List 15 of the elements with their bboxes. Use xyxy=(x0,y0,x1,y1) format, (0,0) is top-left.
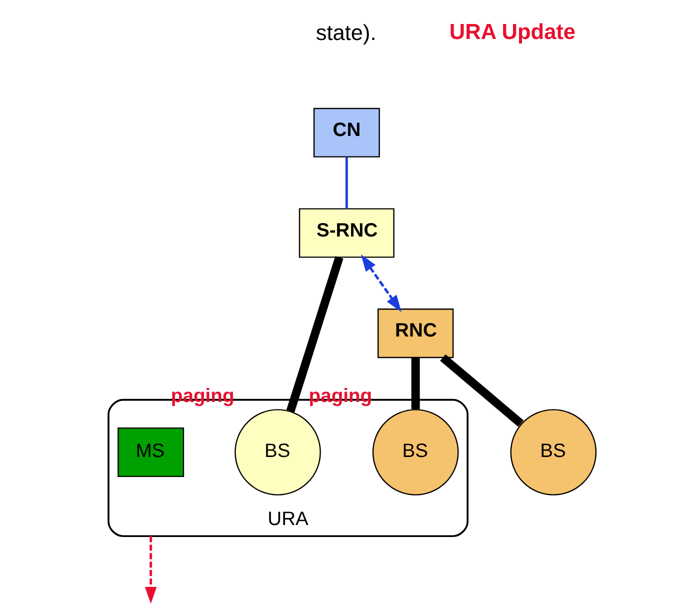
node-box: MS xyxy=(118,427,184,478)
label: URA Update xyxy=(449,18,576,44)
node-circle: BS xyxy=(234,409,321,496)
connector xyxy=(411,358,420,410)
label: state). xyxy=(316,20,376,46)
node-circle: BS xyxy=(510,409,597,496)
node-box: S-RNC xyxy=(298,208,394,258)
arrow xyxy=(144,536,157,604)
connector xyxy=(286,256,344,412)
connector xyxy=(345,157,348,209)
node-box: RNC xyxy=(378,308,454,358)
node-box: CN xyxy=(313,108,380,158)
node-circle: BS xyxy=(372,409,459,496)
arrow xyxy=(360,254,402,312)
connector xyxy=(440,354,524,427)
